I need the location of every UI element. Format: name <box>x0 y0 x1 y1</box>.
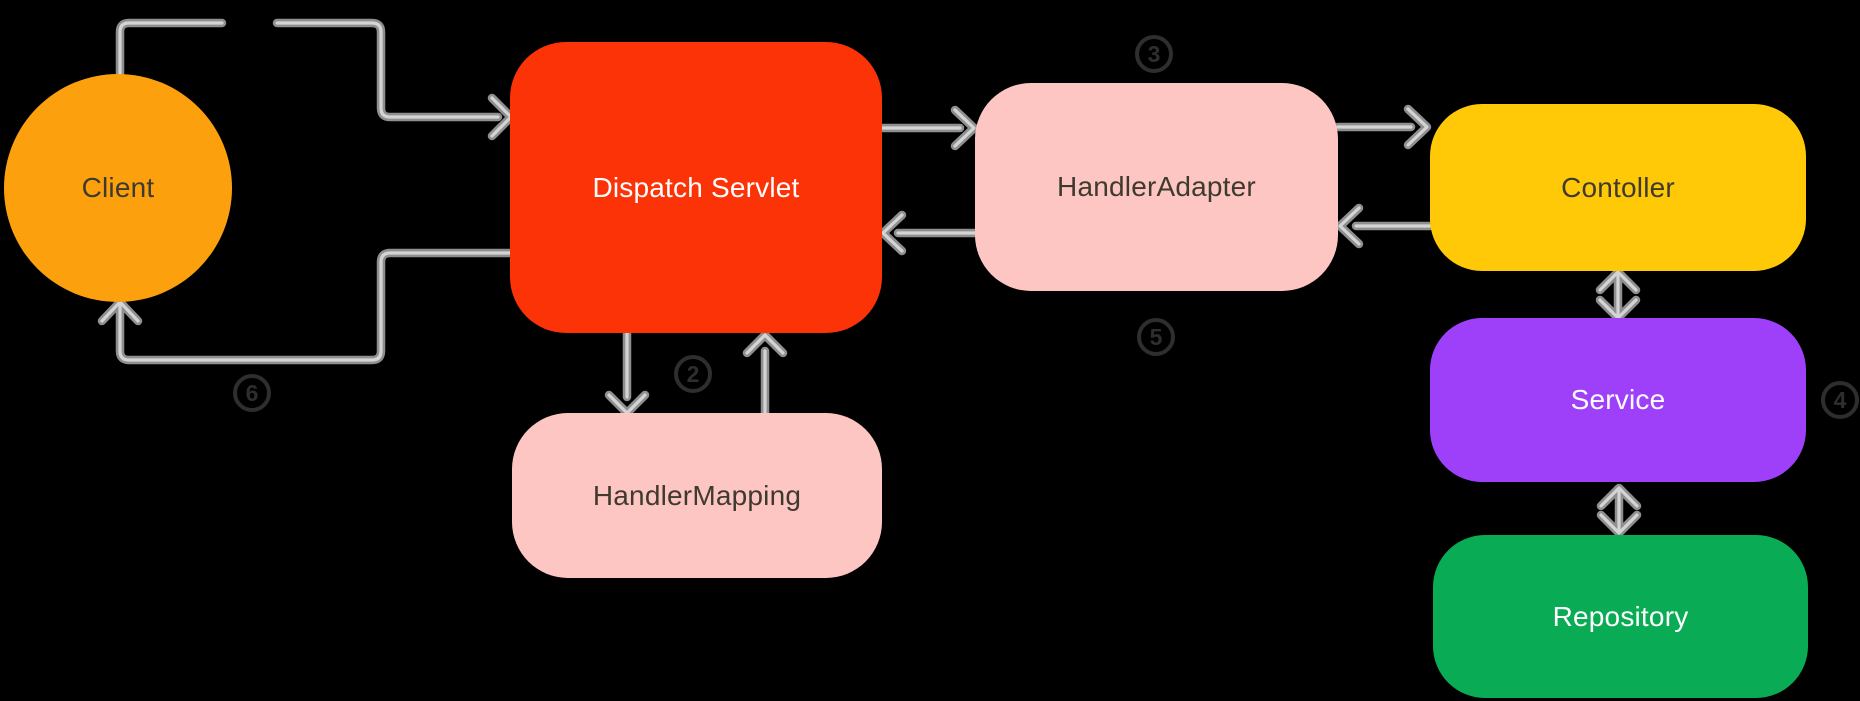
node-service: Service <box>1430 318 1806 482</box>
arrow-service-repository-bidirectional <box>1596 483 1642 538</box>
arrow-client-request-segment <box>115 18 227 81</box>
node-handler-adapter-label: HandlerAdapter <box>1057 171 1256 202</box>
step-badge-5: 5 <box>1137 318 1175 356</box>
arrow-dispatch-to-handler-adapter <box>877 105 979 151</box>
node-handler-mapping-label: HandlerMapping <box>592 479 802 511</box>
node-dispatch-servlet-label: Dispatch Servlet <box>592 171 800 203</box>
arrow-handler-mapping-to-dispatch <box>742 330 788 418</box>
arrow-handler-adapter-to-dispatch <box>878 210 980 256</box>
step-badge-6: 6 <box>233 374 271 412</box>
arrow-dispatch-to-handler-mapping <box>604 328 650 418</box>
step-badge-2-number: 2 <box>686 360 700 387</box>
node-controller-label: Contoller <box>1561 171 1675 203</box>
step-badge-3-number: 3 <box>1147 40 1161 67</box>
node-service-label: Service <box>1570 384 1666 415</box>
step-badge-2: 2 <box>674 355 712 393</box>
node-client-label: Client <box>81 172 155 203</box>
node-handler-adapter: HandlerAdapter <box>975 83 1338 291</box>
arrow-handler-adapter-to-controller <box>1333 104 1432 150</box>
step-badge-3: 3 <box>1135 35 1173 73</box>
step-badge-6-number: 6 <box>245 379 259 406</box>
arrow-dispatch-to-client-response <box>97 248 515 365</box>
step-badge-4: 4 <box>1821 381 1859 419</box>
arrow-controller-to-handler-adapter <box>1335 203 1435 249</box>
step-badge-5-number: 5 <box>1149 323 1163 350</box>
node-repository: Repository <box>1433 535 1808 698</box>
arrow-request-to-dispatch-servlet <box>272 18 516 141</box>
node-handler-mapping: HandlerMapping <box>512 413 882 578</box>
node-controller: Contoller <box>1430 104 1806 271</box>
step-badge-4-number: 4 <box>1833 386 1847 413</box>
node-client: Client <box>4 74 232 302</box>
node-dispatch-servlet: Dispatch Servlet <box>510 42 882 333</box>
arrow-controller-service-bidirectional <box>1595 267 1641 323</box>
node-repository-label: Repository <box>1552 600 1689 632</box>
